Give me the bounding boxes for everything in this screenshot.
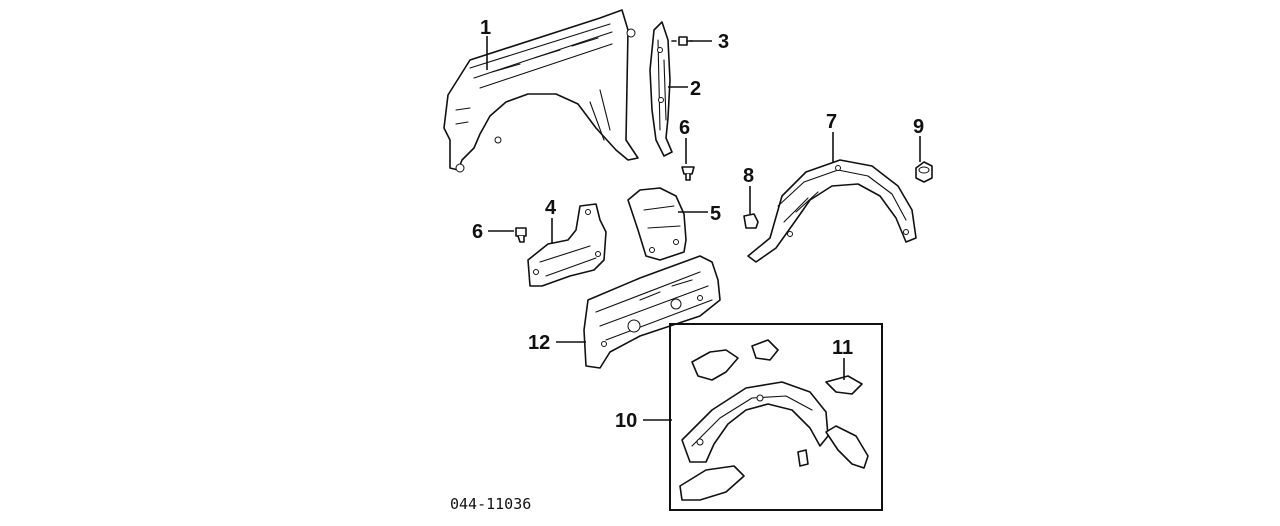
callout-5: 5 xyxy=(710,203,721,225)
part-retainer-small xyxy=(751,339,779,361)
callout-9: 9 xyxy=(913,116,924,138)
callout-6-left: 6 xyxy=(472,221,483,243)
part-reinforcement xyxy=(825,425,869,469)
part-retainer xyxy=(743,213,759,229)
callout-12: 12 xyxy=(528,332,550,354)
part-bracket-small xyxy=(691,349,739,381)
leader-lines xyxy=(486,36,921,421)
callout-10: 10 xyxy=(615,410,637,432)
part-splash-shield xyxy=(627,187,687,261)
part-lower-bracket xyxy=(679,465,745,501)
callouts: 1 2 3 6 7 9 8 4 5 6 12 11 10 xyxy=(472,17,924,432)
part-fender xyxy=(443,9,639,173)
part-bushing xyxy=(915,161,933,183)
part-apron-panel xyxy=(583,255,721,369)
reference-code: 044-11036 xyxy=(450,495,531,513)
part-clip-upper xyxy=(681,166,695,181)
callout-2: 2 xyxy=(690,78,701,100)
part-fender-liner xyxy=(747,159,917,263)
callout-7: 7 xyxy=(826,111,837,133)
part-shield-plate xyxy=(527,203,607,287)
part-wheel-housing xyxy=(681,381,829,463)
callout-1: 1 xyxy=(480,17,491,39)
part-clip-small xyxy=(797,449,809,467)
callout-3: 3 xyxy=(718,31,729,53)
inset-box xyxy=(669,323,883,511)
callout-4: 4 xyxy=(545,197,557,219)
part-fender-seal xyxy=(649,21,673,157)
part-clip-left xyxy=(515,227,527,243)
callout-11: 11 xyxy=(832,337,853,359)
callout-8: 8 xyxy=(743,165,754,187)
callout-6-upper: 6 xyxy=(679,117,690,139)
part-bolt xyxy=(671,36,693,46)
